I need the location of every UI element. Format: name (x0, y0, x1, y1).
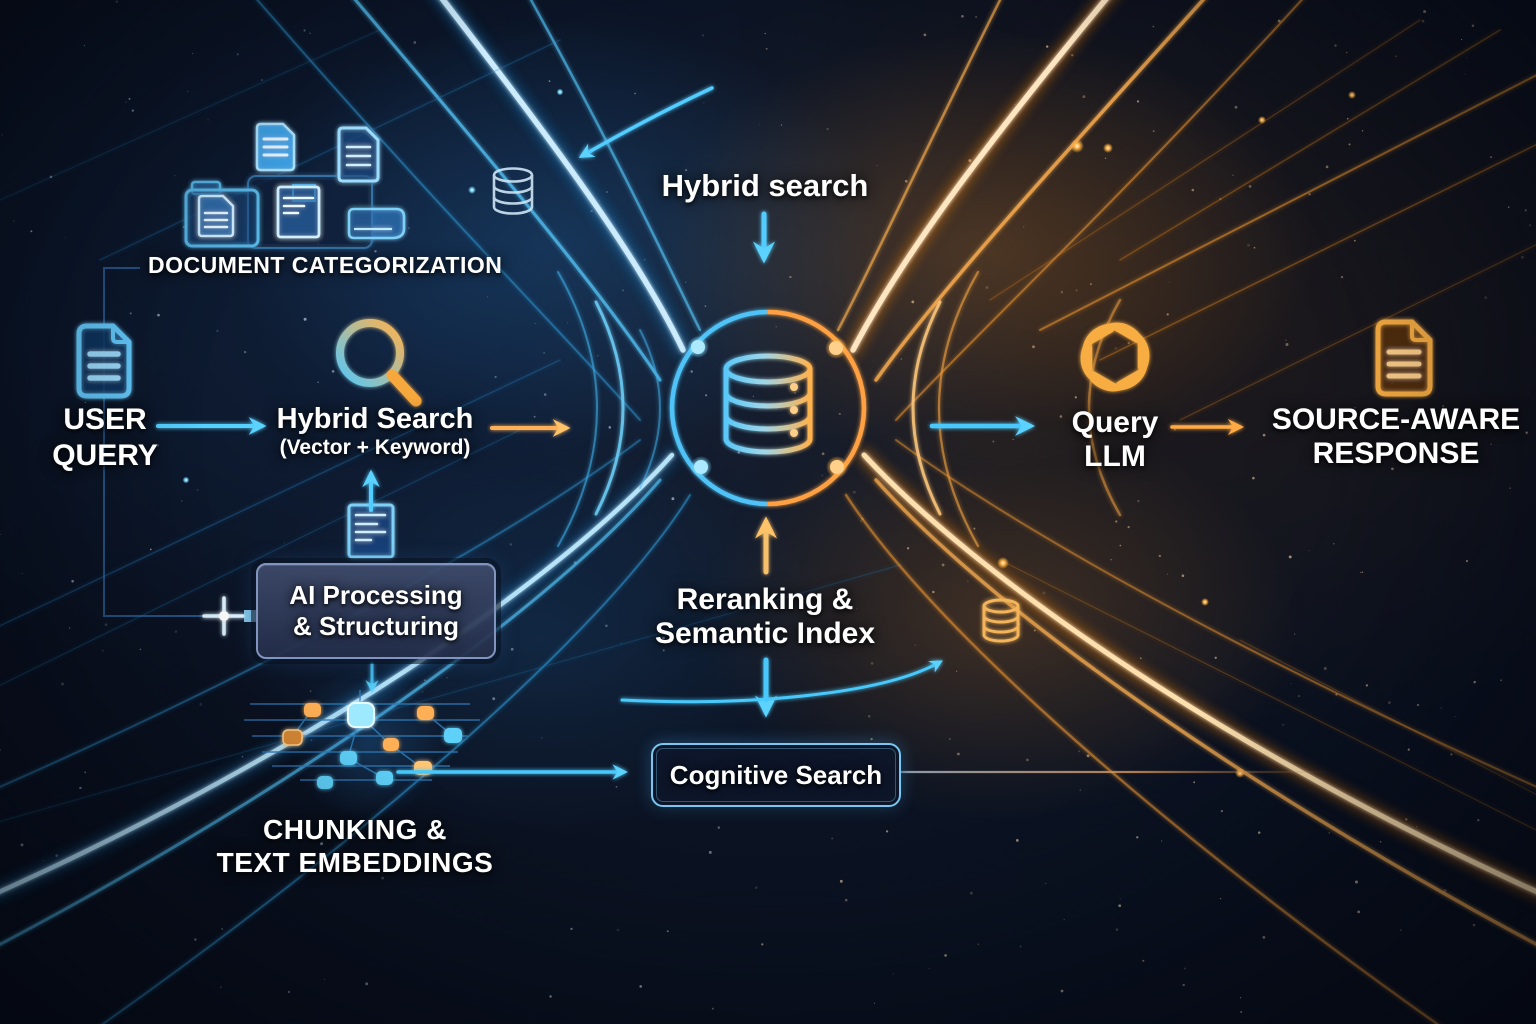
reranking-label: Reranking & Semantic Index (605, 583, 925, 651)
user-query-line1: USER (63, 403, 147, 436)
processing-document-icon (347, 503, 395, 559)
response-document-icon (1375, 319, 1433, 397)
receipt-icon (347, 207, 406, 240)
connector-square (244, 610, 256, 622)
hybrid-search-node-label: Hybrid Search (Vector + Keyword) (255, 403, 495, 460)
center-database-icon (723, 353, 813, 455)
chunking-label: CHUNKING & TEXT EMBEDDINGS (175, 813, 535, 879)
glow-node (202, 596, 246, 636)
user-query-line2: QUERY (52, 439, 158, 472)
arrow-cognitive-to-index-db (620, 660, 943, 704)
document-categorization-label: DOCUMENT CATEGORIZATION (148, 252, 503, 278)
ai-processing-line2: & Structuring (292, 611, 460, 641)
hybrid-search-top-label: Hybrid search (661, 168, 869, 203)
hybrid-search-subtitle: (Vector + Keyword) (279, 436, 471, 460)
ai-processing-box: AI Processing & Structuring (256, 563, 496, 659)
database-icon (492, 167, 534, 215)
query-llm-line1: Query (1071, 406, 1159, 439)
document-icon (276, 185, 321, 239)
reranking-line2: Semantic Index (654, 617, 876, 650)
ai-chip-circuit-icon (244, 667, 480, 823)
orange-light-streams (836, 0, 1536, 1024)
chunking-line2: TEXT EMBEDDINGS (216, 847, 494, 878)
document-icon (337, 126, 380, 183)
chunking-line1: CHUNKING & (263, 814, 447, 845)
source-aware-response-label: SOURCE-AWARE RESPONSE (1268, 403, 1524, 471)
user-query-document-icon (76, 323, 132, 399)
search-magnifier-icon (336, 319, 422, 407)
hybrid-search-title: Hybrid Search (276, 403, 474, 435)
cognitive-search-label: Cognitive Search (669, 759, 883, 790)
openai-logo-icon (1080, 322, 1150, 392)
source-aware-line2: RESPONSE (1312, 437, 1480, 470)
document-icon (197, 194, 235, 238)
cognitive-search-box: Cognitive Search (651, 743, 901, 807)
source-aware-line1: SOURCE-AWARE (1271, 403, 1521, 436)
ai-processing-line1: AI Processing (289, 580, 463, 610)
flow-arrows (156, 86, 1245, 780)
center-hub (669, 309, 867, 507)
database-icon (982, 598, 1020, 643)
query-llm-label: Query LLM (1040, 406, 1190, 474)
document-cluster (184, 122, 406, 249)
document-icon (255, 122, 296, 172)
flow-trace-line (103, 267, 256, 636)
user-query-label: USER QUERY (20, 402, 190, 474)
query-llm-line2: LLM (1084, 440, 1146, 473)
reranking-line1: Reranking & (676, 583, 854, 616)
arrow-into-documents (578, 86, 714, 158)
